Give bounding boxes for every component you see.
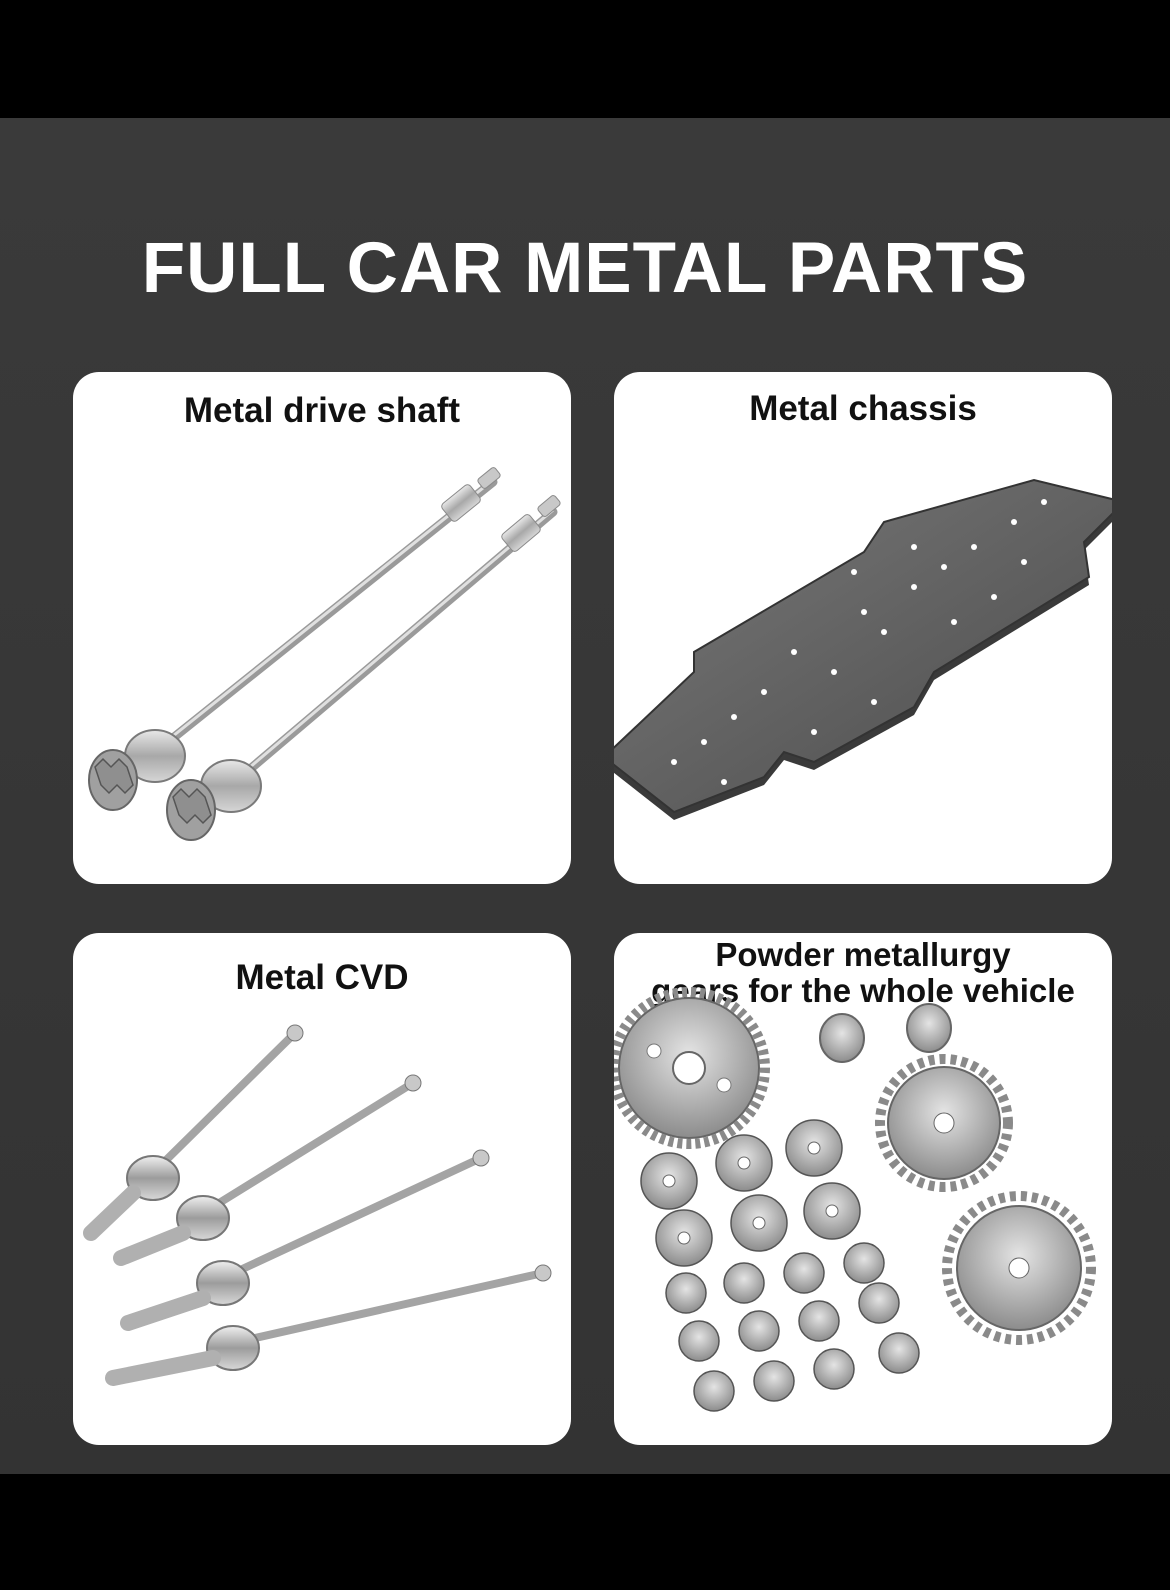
cvd-axle-icon — [83, 1024, 552, 1386]
card-label-gears-line1: Powder metallurgy — [715, 936, 1011, 973]
card-label-chassis: Metal chassis — [749, 389, 977, 428]
gear-set-icon — [614, 987, 1096, 1412]
card-gears: Powder metallurgy gears for the whole ve… — [614, 933, 1112, 1445]
card-drive-shaft: Metal drive shaft — [73, 372, 571, 884]
page-title: FULL CAR METAL PARTS — [141, 229, 1029, 308]
card-cvd: Metal CVD — [73, 933, 571, 1445]
card-label-cvd: Metal CVD — [235, 958, 409, 997]
card-label-drive-shaft: Metal drive shaft — [183, 391, 461, 430]
drive-shaft-icon — [88, 467, 561, 841]
card-label-gears-line2: gears for the whole vehicle — [651, 972, 1075, 1009]
chassis-plate-icon — [614, 478, 1112, 820]
card-chassis: Metal chassis — [614, 372, 1112, 884]
